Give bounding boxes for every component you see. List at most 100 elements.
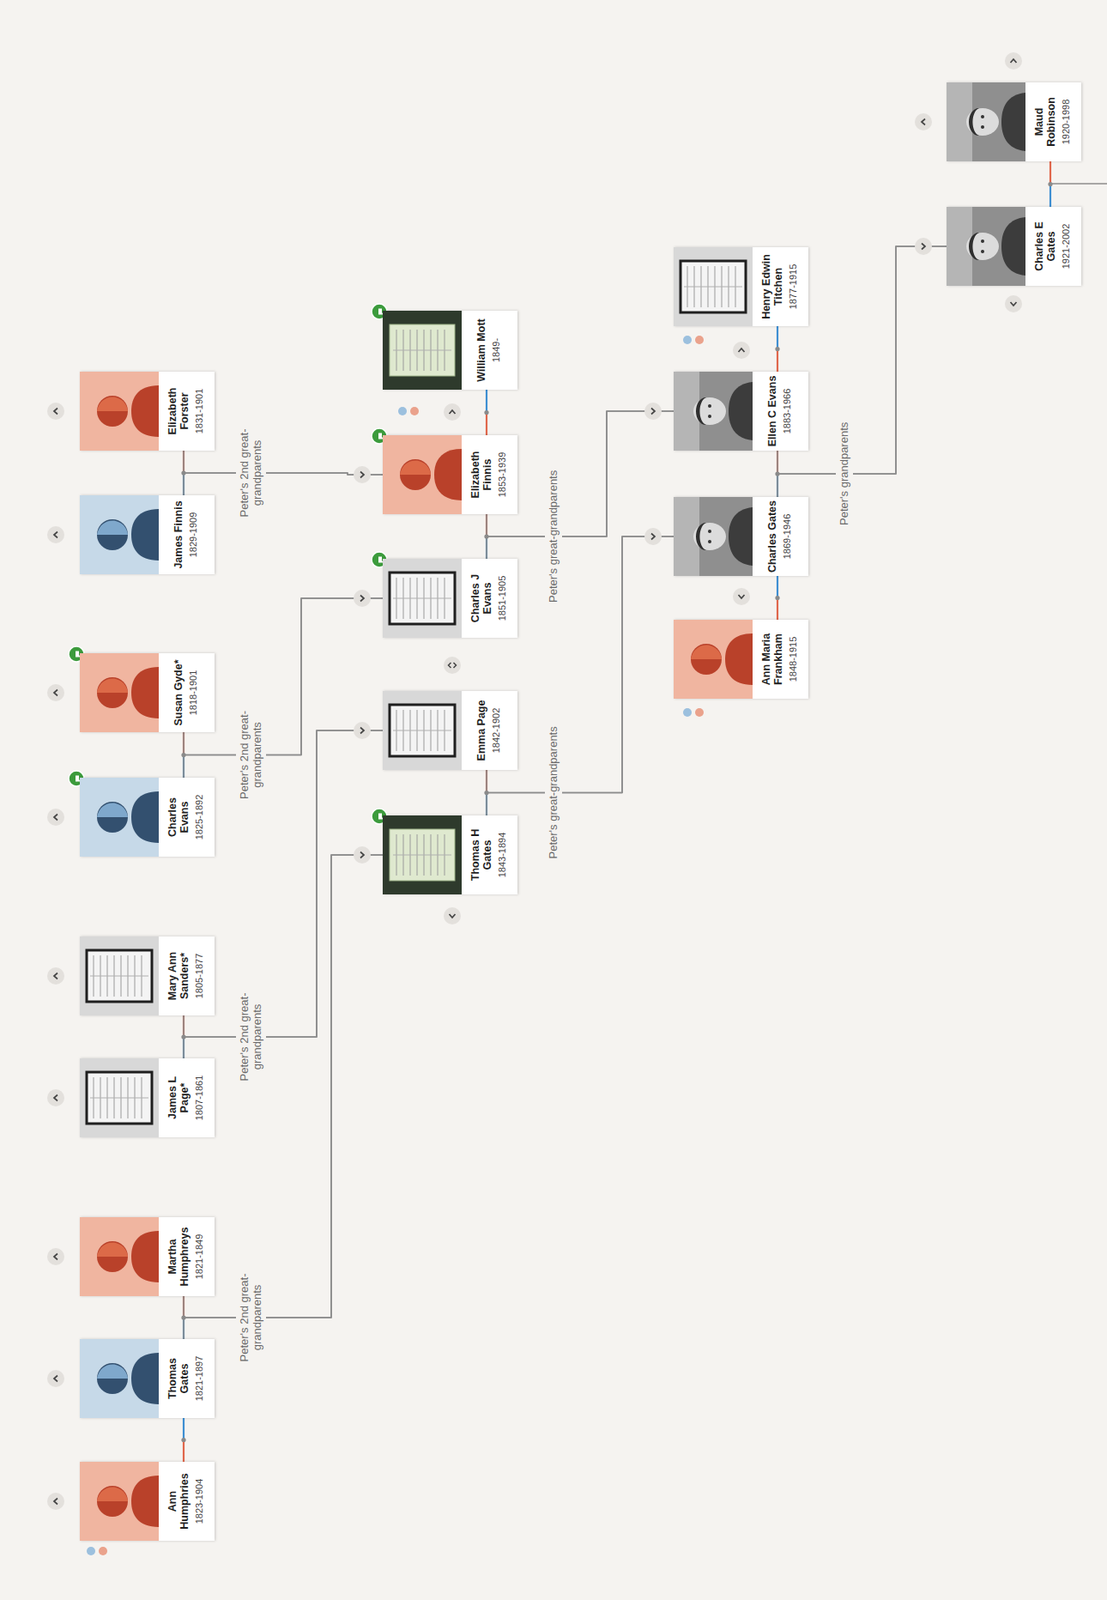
avatar-silhouette [79, 495, 159, 575]
life-years: 1853-1939 [496, 437, 509, 512]
avatar-head [96, 1240, 128, 1272]
button-disc [443, 907, 461, 925]
life-years: 1807-1861 [193, 1060, 206, 1135]
button-disc [47, 526, 65, 544]
person-card: Elizabeth Finnis1853-1939 [382, 435, 518, 515]
chevron-mark [360, 852, 364, 859]
chevron-mark [738, 594, 745, 599]
spouse-line [776, 326, 779, 372]
avatar-head [96, 519, 128, 551]
button-disc [1004, 295, 1023, 313]
button-disc [443, 403, 461, 421]
photo-eye [707, 404, 712, 408]
photo-ground [673, 371, 753, 451]
person-name: Thomas Gates [166, 1341, 192, 1416]
photo-eye [707, 414, 712, 418]
family-icon-male [683, 335, 692, 345]
junction-dot [181, 752, 186, 757]
name-panel: James Finnis1829-1909 [158, 495, 215, 575]
person-card: Ellen C Evans1883-1966 [673, 371, 809, 451]
spouse-line [776, 575, 779, 620]
record-image [382, 558, 462, 638]
chevron-mark [54, 1094, 58, 1101]
chevron-mark [1010, 59, 1017, 63]
life-years: 1851-1905 [496, 561, 509, 636]
button-disc [353, 721, 371, 739]
photo-eye [980, 239, 985, 243]
record-ground [79, 936, 159, 1016]
name-panel: Maud Robinson1920-1998 [1025, 82, 1082, 162]
generation-label: Peter's grandparents [837, 422, 852, 526]
name-panel: Ann Maria Frankham1848-1915 [752, 619, 809, 699]
record-page [389, 324, 455, 376]
life-years: 1821-1897 [193, 1341, 206, 1416]
name-panel: Elizabeth Finnis1853-1939 [461, 435, 518, 515]
name-panel: Charles Gates1869-1946 [752, 496, 809, 576]
life-years: 1921-2002 [1059, 209, 1072, 284]
life-years: 1883-1966 [780, 374, 793, 448]
label-patch: Peter's 2nd great-grandparents [235, 1249, 267, 1386]
record-ground [382, 310, 462, 390]
person-name: Charles J Evans [469, 561, 495, 636]
person-card: William Mott1849- [382, 310, 518, 390]
label-patch: Peter's great-grandparents [544, 722, 563, 862]
label-patch: Peter's 2nd great-grandparents [235, 687, 267, 823]
person-name: Charles Evans [166, 780, 192, 854]
button-disc [47, 808, 65, 826]
record-line [393, 598, 452, 599]
person-card: Susan Gyde*1818-1901 [79, 653, 215, 732]
chevron-mark [360, 727, 364, 734]
button-disc [914, 113, 932, 131]
button-disc [644, 527, 662, 545]
expand-button [914, 237, 932, 255]
name-panel: Emma Page1842-1902 [461, 690, 518, 770]
expand-button [732, 341, 751, 359]
expand-button [353, 846, 371, 864]
expand-button [644, 527, 662, 545]
avatar-head [690, 643, 722, 675]
chevron-mark [449, 410, 456, 414]
avatar-silhouette [79, 1338, 159, 1418]
life-years: 1869-1946 [780, 499, 793, 574]
photo-eye [707, 539, 712, 544]
avatar-ground [79, 1338, 159, 1418]
photo-eye [980, 249, 985, 254]
photo-ground [673, 496, 753, 576]
avatar-ground [673, 619, 753, 699]
avatar-face [96, 678, 128, 693]
chevron-mark [448, 662, 457, 668]
expand-button [47, 1369, 65, 1387]
avatar-face [96, 1487, 128, 1501]
name-panel: Mary Ann Sanders*1805-1877 [158, 936, 215, 1016]
life-years: 1825-1892 [193, 780, 206, 854]
avatar-body [434, 448, 462, 501]
person-card: Ann Maria Frankham1848-1915 [673, 619, 809, 699]
spouse-line [182, 1015, 185, 1059]
junction-dot [483, 410, 489, 415]
photo-hair [695, 397, 707, 425]
record-image [382, 815, 462, 895]
family-icon [86, 1546, 108, 1555]
record-page [86, 949, 152, 1002]
record-page [86, 1071, 152, 1124]
record-ground [382, 815, 462, 895]
photo-eye [980, 125, 985, 129]
avatar-ground [79, 495, 159, 575]
avatar-silhouette [673, 619, 753, 699]
button-disc [644, 402, 662, 420]
life-years: 1843-1894 [496, 817, 509, 892]
chevron-mark [360, 595, 364, 602]
avatar-silhouette [79, 371, 159, 451]
person-card: Charles E Gates1921-2002 [946, 206, 1082, 286]
spouse-line [776, 450, 779, 497]
photo-face [966, 232, 999, 261]
person-name: Elizabeth Finnis [469, 437, 495, 512]
avatar-ground [79, 1461, 159, 1541]
chevron-mark [54, 408, 58, 415]
record-line [90, 975, 149, 977]
expand-button [732, 587, 751, 605]
person-name: Susan Gyde* [172, 655, 185, 730]
avatar-head [96, 395, 128, 427]
person-name: Martha Humphreys [166, 1219, 192, 1294]
